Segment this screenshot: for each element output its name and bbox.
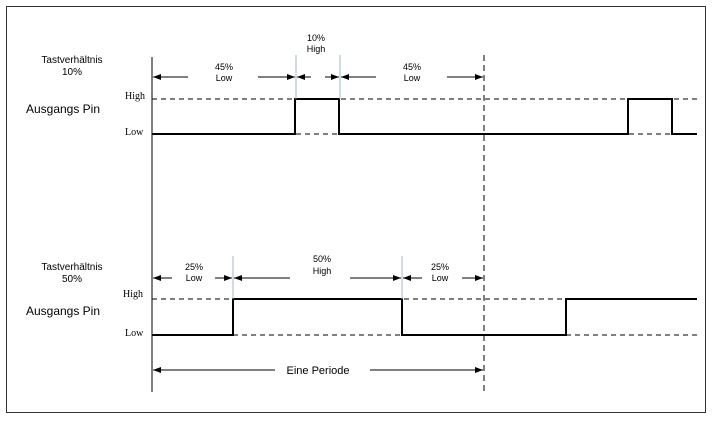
segment-level-2c: Low bbox=[432, 273, 449, 283]
segment-pct-1c: 45% bbox=[403, 62, 421, 72]
duty-title-1: Tastverhältnis bbox=[41, 55, 102, 66]
duty-value-1: 10% bbox=[62, 67, 82, 78]
high-label-1: High bbox=[125, 91, 145, 102]
pin-label-2: Ausgangs Pin bbox=[26, 304, 100, 318]
signal-waveform-2 bbox=[152, 298, 697, 336]
duty-title-2: Tastverhältnis bbox=[41, 262, 102, 273]
pin-label-1: Ausgangs Pin bbox=[26, 102, 100, 116]
segment-level-2a: Low bbox=[186, 273, 203, 283]
diagram-frame bbox=[6, 6, 706, 413]
segment-pct-1b: 10% bbox=[307, 33, 325, 43]
period-label: Eine Periode bbox=[287, 365, 350, 377]
segment-pct-1a: 45% bbox=[215, 62, 233, 72]
segment-level-1c: Low bbox=[404, 73, 421, 83]
duty-value-2: 50% bbox=[62, 274, 82, 285]
segment-level-2b: High bbox=[313, 266, 332, 276]
segment-pct-2b: 50% bbox=[313, 254, 331, 264]
low-label-2: Low bbox=[125, 328, 144, 339]
signal-waveform-1 bbox=[152, 98, 697, 135]
high-label-2: High bbox=[123, 289, 143, 300]
low-label-1: Low bbox=[125, 127, 144, 138]
segment-pct-2c: 25% bbox=[431, 262, 449, 272]
segment-level-1b: High bbox=[307, 44, 326, 54]
segment-level-1a: Low bbox=[216, 73, 233, 83]
segment-pct-2a: 25% bbox=[185, 262, 203, 272]
